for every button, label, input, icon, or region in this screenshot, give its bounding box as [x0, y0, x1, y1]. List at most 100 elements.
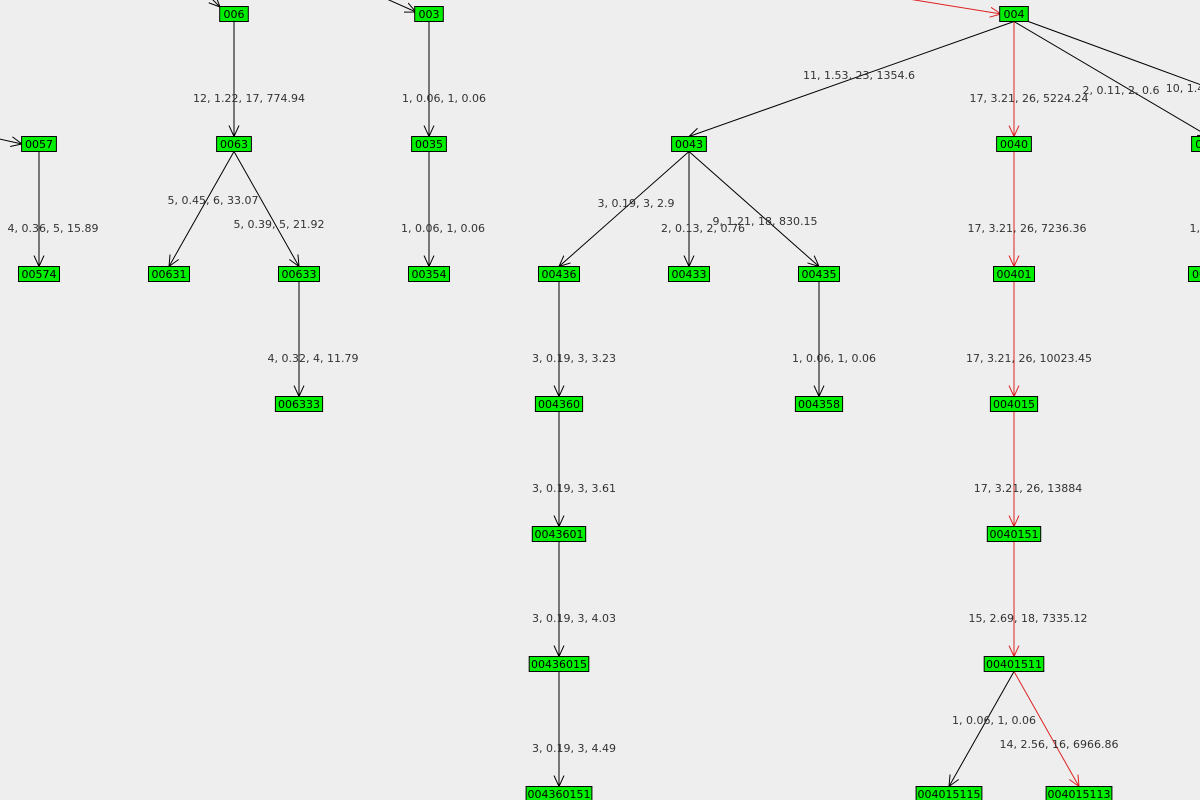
- edge-label: 17, 3.21, 26, 7236.36: [968, 222, 1087, 235]
- edge-004-0043: [689, 21, 1015, 137]
- node-label: 0043601: [535, 528, 584, 541]
- edge-label: 1, 0.06, 1, 0.06: [402, 92, 486, 105]
- node-0043[interactable]: 0043: [671, 136, 707, 152]
- edge-00401511-004015115: [949, 671, 1015, 787]
- node-label: 00631: [152, 268, 187, 281]
- node-004[interactable]: 004: [999, 6, 1029, 22]
- node-label: 006333: [278, 398, 320, 411]
- node-box: [996, 136, 1032, 152]
- edge-0063-00631: [169, 151, 235, 267]
- node-box: [278, 266, 320, 282]
- node-004015[interactable]: 004015: [989, 396, 1039, 412]
- edge-label: 5, 0.39, 5, 21.92: [234, 218, 325, 231]
- node-box: [798, 266, 840, 282]
- edge-label: 17, 3.21, 26, 5224.24: [970, 92, 1089, 105]
- node-label: 00436: [542, 268, 577, 281]
- node-box: [274, 396, 324, 412]
- node-label: 006: [224, 8, 245, 21]
- edge-label: 14, 2.56, 16, 6966.86: [1000, 738, 1119, 751]
- node-00633[interactable]: 00633: [278, 266, 320, 282]
- node-004360151[interactable]: 004360151: [525, 786, 593, 800]
- node-box: [219, 6, 249, 22]
- edge-label: 4, 0.32, 4, 11.79: [268, 352, 359, 365]
- node-004358[interactable]: 004358: [794, 396, 844, 412]
- node-box: [21, 136, 57, 152]
- node-00354[interactable]: 00354: [408, 266, 450, 282]
- node-box: [983, 656, 1045, 672]
- edge-004-off-right: [1026, 20, 1200, 86]
- node-label: 004xx: [1192, 268, 1200, 281]
- edge-label: 1, 0.06, 1, 0.06: [952, 714, 1036, 727]
- node-004x[interactable]: 004x: [1191, 136, 1200, 152]
- node-00435[interactable]: 00435: [798, 266, 840, 282]
- edge-in-006-006: [205, 0, 220, 7]
- node-0043601[interactable]: 0043601: [531, 526, 587, 542]
- edge-label: 1, 0.06, 1, 0.06: [792, 352, 876, 365]
- node-box: [148, 266, 190, 282]
- node-00401511[interactable]: 00401511: [983, 656, 1045, 672]
- node-box: [1045, 786, 1113, 800]
- nodes-layer: 006 003 004 0057 0063 0035 0043 0040 004x 00574 00…: [18, 6, 1200, 800]
- node-004015113[interactable]: 004015113: [1045, 786, 1113, 800]
- edge-label: 12, 1.22, 17, 774.94: [193, 92, 305, 105]
- edge-label: 2, 0.11, 2, 0.6: [1083, 84, 1160, 97]
- edge-in-004-004: [911, 0, 1001, 14]
- node-label: 004015113: [1048, 788, 1111, 800]
- node-box: [216, 136, 252, 152]
- edge-label: 1, 0: [1190, 222, 1200, 235]
- edge-in-003-003: [387, 0, 416, 12]
- node-0040[interactable]: 0040: [996, 136, 1032, 152]
- node-label: 00436015: [531, 658, 587, 671]
- node-006[interactable]: 006: [219, 6, 249, 22]
- node-box: [915, 786, 983, 800]
- node-004015115[interactable]: 004015115: [915, 786, 983, 800]
- node-0063[interactable]: 0063: [216, 136, 252, 152]
- node-box: [668, 266, 710, 282]
- node-0040151[interactable]: 0040151: [986, 526, 1042, 542]
- node-00401[interactable]: 00401: [993, 266, 1035, 282]
- edge-label: 9, 1.21, 18, 830.15: [713, 215, 818, 228]
- node-00436[interactable]: 00436: [538, 266, 580, 282]
- node-box: [1188, 266, 1200, 282]
- node-label: 00435: [802, 268, 837, 281]
- edge-label: 10, 1.4: [1166, 82, 1200, 95]
- node-box: [18, 266, 60, 282]
- node-label: 00401: [997, 268, 1032, 281]
- edge-labels-layer: 12, 1.22, 17, 774.94 1, 0.06, 1, 0.06 11, …: [8, 69, 1200, 755]
- node-label: 004x: [1195, 138, 1200, 151]
- node-0035[interactable]: 0035: [411, 136, 447, 152]
- edge-label: 3, 0.19, 3, 2.9: [598, 197, 675, 210]
- edge-0063-00633: [233, 151, 299, 267]
- node-00433[interactable]: 00433: [668, 266, 710, 282]
- node-label: 004: [1004, 8, 1025, 21]
- edge-label: 11, 1.53, 23, 1354.6: [803, 69, 915, 82]
- edge-0043-00435: [688, 151, 819, 267]
- node-label: 0057: [25, 138, 53, 151]
- node-box: [528, 656, 590, 672]
- edge-00401511-004015113: [1013, 671, 1079, 787]
- node-label: 0040: [1000, 138, 1028, 151]
- node-label: 004360: [538, 398, 580, 411]
- node-label: 004015115: [918, 788, 981, 800]
- node-003[interactable]: 003: [414, 6, 444, 22]
- node-label: 00574: [22, 268, 57, 281]
- node-00631[interactable]: 00631: [148, 266, 190, 282]
- node-box: [1191, 136, 1200, 152]
- node-box: [538, 266, 580, 282]
- node-box: [525, 786, 593, 800]
- edge-label: 4, 0.36, 5, 15.89: [8, 222, 99, 235]
- node-006333[interactable]: 006333: [274, 396, 324, 412]
- node-label: 00401511: [986, 658, 1042, 671]
- node-box: [408, 266, 450, 282]
- node-004xx[interactable]: 004xx: [1188, 266, 1200, 282]
- node-box: [989, 396, 1039, 412]
- edge-label: 5, 0.45, 6, 33.07: [168, 194, 259, 207]
- node-00574[interactable]: 00574: [18, 266, 60, 282]
- node-004360[interactable]: 004360: [534, 396, 584, 412]
- node-label: 004360151: [528, 788, 591, 800]
- node-box: [531, 526, 587, 542]
- node-00436015[interactable]: 00436015: [528, 656, 590, 672]
- node-0057[interactable]: 0057: [21, 136, 57, 152]
